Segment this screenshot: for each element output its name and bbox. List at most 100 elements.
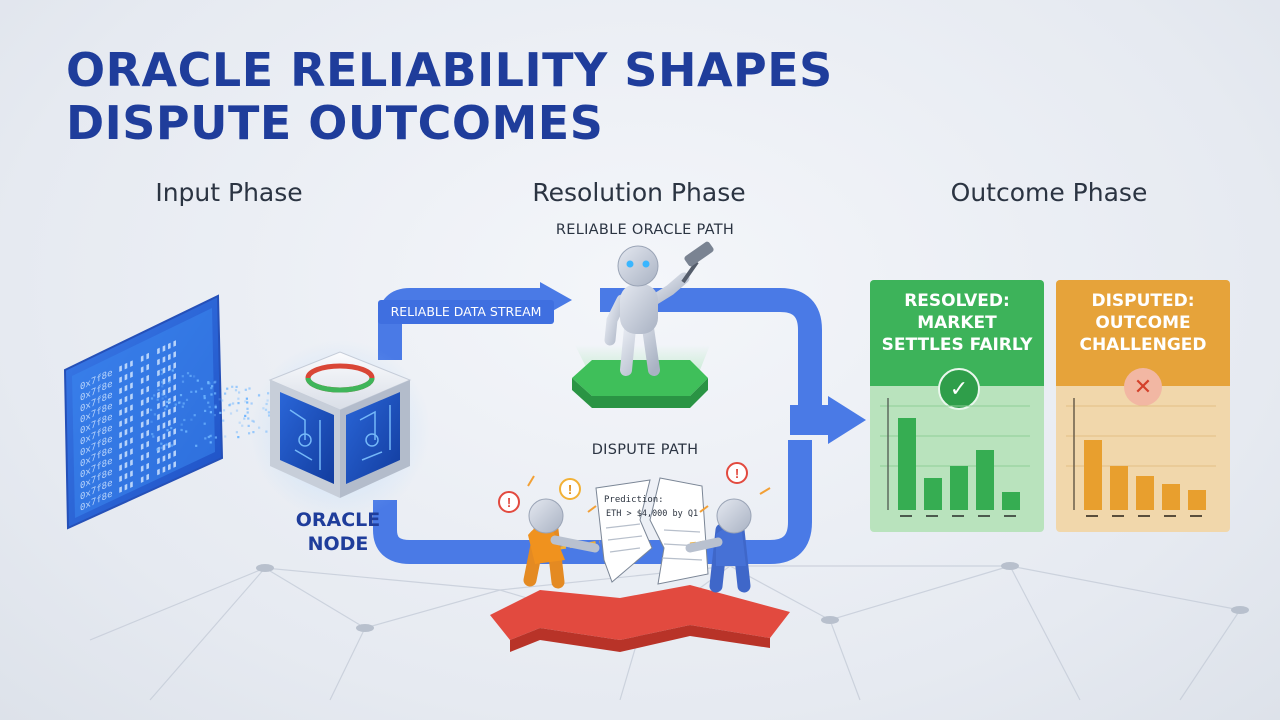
disputed-outcome-card: DISPUTED: OUTCOME CHALLENGED ✕	[1056, 280, 1230, 532]
oracle-node-cube	[250, 340, 430, 520]
data-particle	[203, 397, 206, 400]
data-particle	[156, 398, 159, 401]
data-particle	[209, 411, 212, 414]
data-particle	[234, 389, 238, 392]
data-particle	[211, 385, 214, 388]
page-title: ORACLE RELIABILITY SHAPES DISPUTE OUTCOM…	[66, 44, 833, 150]
alert-icon: !	[559, 478, 581, 500]
data-particle	[190, 418, 193, 421]
data-particle	[246, 401, 249, 404]
data-particle	[196, 379, 199, 382]
disputed-line-1: DISPUTED:	[1091, 291, 1195, 311]
data-particle	[189, 374, 192, 377]
data-particle	[186, 372, 190, 375]
data-particle	[237, 402, 240, 405]
data-particle	[231, 385, 234, 388]
data-particle	[203, 395, 206, 398]
data-particle	[156, 448, 159, 451]
data-particle	[150, 420, 153, 423]
data-particle	[161, 381, 164, 384]
resolved-outcome-header: RESOLVED: MARKET SETTLES FAIRLY	[870, 280, 1044, 386]
data-particle	[181, 375, 184, 378]
data-particle	[166, 400, 169, 403]
svg-text:!: !	[735, 466, 739, 481]
data-particle	[238, 421, 241, 424]
data-particle	[241, 424, 244, 427]
data-particle	[161, 385, 164, 388]
data-particle	[151, 433, 154, 436]
data-particle	[161, 397, 164, 400]
data-particle	[193, 375, 196, 378]
data-particle	[160, 372, 163, 376]
data-particle	[245, 397, 248, 400]
data-particle	[178, 401, 181, 404]
data-particle	[152, 435, 155, 438]
data-particle	[165, 405, 168, 408]
document-line-2: ETH > $4,000 by Q1	[606, 509, 698, 519]
data-particle	[222, 409, 226, 412]
data-particle	[171, 369, 174, 372]
data-particle	[213, 381, 216, 384]
outcome-phase-label: Outcome Phase	[950, 178, 1148, 207]
data-particle	[229, 412, 233, 415]
data-particle	[181, 405, 184, 408]
data-particle	[180, 428, 183, 431]
data-particle	[222, 419, 225, 422]
data-particle	[182, 402, 185, 405]
gavel-icon	[681, 241, 714, 284]
data-particle	[181, 380, 185, 383]
title-line-1: ORACLE RELIABILITY SHAPES	[66, 43, 833, 97]
data-particle	[214, 406, 217, 409]
data-particle	[208, 405, 211, 409]
data-particle	[166, 429, 169, 432]
data-particle	[219, 411, 222, 414]
data-particle	[185, 398, 189, 401]
data-particle	[224, 392, 227, 395]
title-line-2: DISPUTE OUTCOMES	[66, 96, 604, 150]
dispute-robots: Prediction: ETH > $4,000 by Q1 ! ! !	[490, 462, 790, 652]
data-particle	[214, 404, 217, 407]
data-particle	[244, 414, 247, 417]
data-particle	[204, 409, 207, 412]
data-particle	[229, 403, 232, 406]
data-particle	[244, 400, 247, 403]
data-particle	[237, 436, 240, 439]
reliable-path-arrow	[600, 288, 822, 410]
data-particle	[183, 418, 186, 422]
reliable-oracle-path-label: RELIABLE ORACLE PATH	[555, 222, 735, 238]
data-particle	[247, 424, 250, 427]
resolved-line-2: MARKET	[917, 313, 997, 333]
data-particle	[153, 413, 156, 416]
data-particle	[243, 417, 246, 420]
data-particle	[179, 394, 183, 397]
data-particle	[207, 435, 210, 439]
data-particle	[213, 414, 216, 417]
data-particle	[164, 395, 167, 398]
data-particle	[208, 382, 211, 385]
data-particle	[237, 397, 240, 400]
data-particle	[207, 381, 210, 384]
data-particle	[250, 402, 253, 405]
data-particle	[214, 392, 217, 395]
data-particle	[180, 423, 183, 426]
data-particle	[210, 393, 213, 396]
data-particle	[170, 427, 173, 430]
broken-document: Prediction: ETH > $4,000 by Q1	[595, 477, 709, 585]
data-particle	[161, 393, 164, 396]
oracle-node-label-line-1: ORACLE	[295, 509, 381, 531]
data-particle	[150, 408, 153, 411]
data-particle	[150, 397, 154, 400]
data-particle	[174, 403, 177, 406]
data-particle	[235, 409, 239, 412]
data-particle	[238, 391, 241, 394]
data-particle	[235, 385, 238, 388]
data-particle	[232, 402, 235, 405]
reliable-data-stream-label: RELIABLE DATA STREAM	[378, 300, 554, 324]
data-particle	[170, 444, 173, 447]
data-screen: 0x7f8e ▮▮▮ ▮▮ ▮▮▮▮0x7f8e ▮▮▮ ▮▮ ▮▮▮▮0x7f…	[63, 294, 224, 530]
data-particle	[167, 382, 170, 385]
dispute-path-label: DISPUTE PATH	[591, 442, 699, 458]
data-particle	[210, 387, 213, 390]
oracle-node-label-line-2: NODE	[307, 533, 369, 555]
data-particle	[164, 408, 167, 411]
